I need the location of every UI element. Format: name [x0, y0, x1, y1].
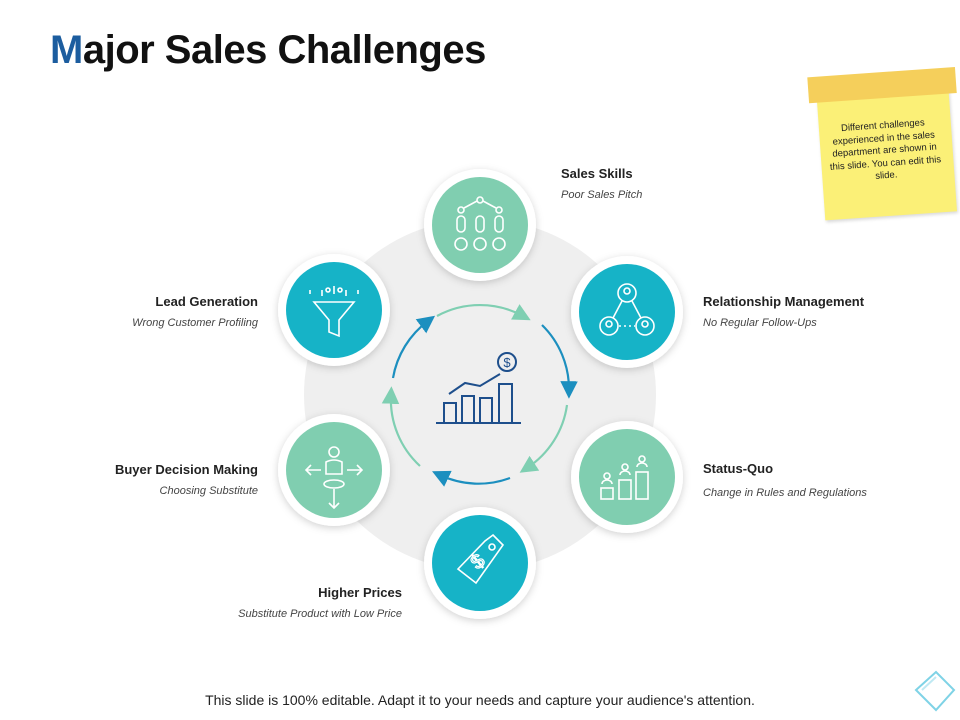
node-subtext: Change in Rules and Regulations	[703, 487, 867, 499]
cycle-arrow-2	[541, 324, 578, 399]
node-lead-generation	[278, 254, 390, 366]
label-lead-generation: Lead Generation Wrong Customer Profiling	[0, 294, 258, 329]
ranking-podium-icon	[600, 455, 649, 500]
node-sales-skills	[424, 169, 536, 281]
node-higher-prices: $	[424, 507, 536, 619]
cycle-arrow-6	[391, 315, 436, 379]
growth-chart-dollar-icon: $	[436, 352, 521, 424]
label-sales-skills: Sales Skills Poor Sales Pitch	[561, 166, 821, 201]
node-buyer-decision-making	[278, 414, 390, 526]
title-rest: ajor Sales Challenges	[82, 28, 487, 72]
cycle-arrow-5	[381, 386, 421, 467]
node-status-quo	[571, 421, 683, 533]
label-buyer-decision-making: Buyer Decision Making Choosing Substitut…	[0, 462, 258, 497]
node-heading: Status-Quo	[703, 461, 774, 476]
node-relationship-management	[571, 256, 683, 368]
title-first-letter: M	[50, 28, 83, 72]
cycle-arrows	[381, 303, 578, 487]
label-relationship-management: Relationship Management No Regular Follo…	[703, 294, 960, 329]
node-subtext: Substitute Product with Low Price	[238, 608, 402, 620]
cycle-arrow-1	[436, 303, 531, 321]
relationship-network-icon	[599, 283, 655, 336]
node-heading: Relationship Management	[703, 294, 865, 309]
node-subtext: Poor Sales Pitch	[561, 189, 643, 201]
funnel-icon	[309, 286, 359, 338]
label-higher-prices: Higher Prices Substitute Product with Lo…	[142, 585, 402, 620]
label-status-quo: Status-Quo Change in Rules and Regulatio…	[703, 461, 960, 499]
node-subtext: No Regular Follow-Ups	[703, 317, 817, 329]
node-heading: Higher Prices	[318, 585, 402, 600]
corner-decoration-icon	[914, 670, 956, 712]
decision-arrows-icon	[304, 446, 364, 510]
node-heading: Sales Skills	[561, 166, 633, 181]
node-subtext: Choosing Substitute	[159, 485, 258, 497]
cycle-arrow-3	[519, 404, 569, 473]
cycle-arrow-4	[432, 470, 511, 487]
footer-text: This slide is 100% editable. Adapt it to…	[205, 692, 755, 708]
node-heading: Buyer Decision Making	[114, 462, 258, 477]
node-subtext: Wrong Customer Profiling	[132, 317, 258, 329]
background-disc	[304, 219, 656, 571]
svg-text:$: $	[503, 355, 511, 370]
node-heading: Lead Generation	[155, 294, 258, 309]
people-network-icon	[454, 196, 506, 251]
slide-title: Major Sales Challenges	[50, 28, 486, 73]
